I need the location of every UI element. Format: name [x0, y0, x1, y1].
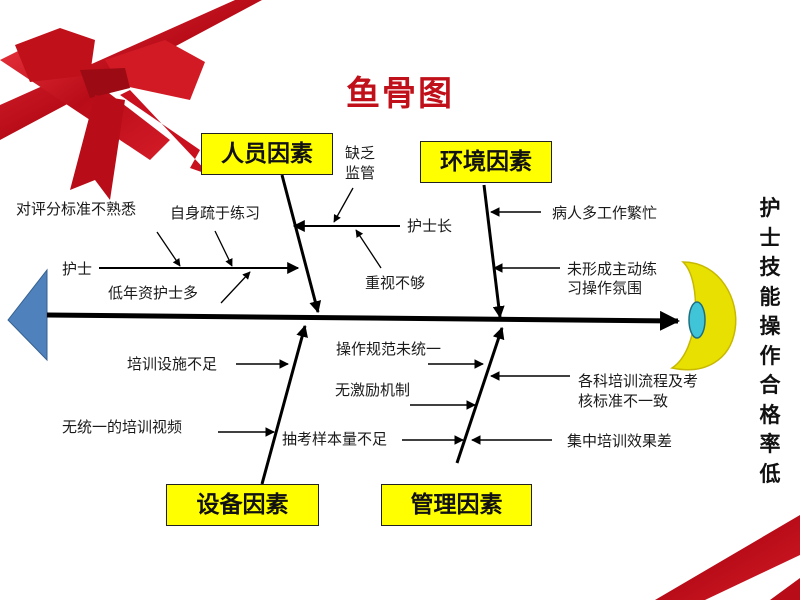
ribbon-decoration-top-left — [0, 0, 262, 200]
arrow-self-practice — [214, 230, 233, 267]
cause-head-nurse: 护士长 — [407, 217, 453, 235]
cause-atmosphere-line2: 习操作氛围 — [567, 279, 643, 297]
effect-char: 格 — [759, 401, 781, 427]
category-equipment-box: 设备因素 — [166, 484, 319, 526]
cause-nurse: 护士 — [62, 260, 93, 278]
page-title: 鱼骨图 — [346, 74, 454, 114]
cause-sample: 抽考样本量不足 — [282, 430, 388, 448]
cause-facilities: 培训设施不足 — [127, 355, 218, 373]
effect-char: 护 — [759, 195, 781, 220]
cause-process-line2: 核标准不一致 — [578, 392, 669, 410]
fish-tail — [7, 268, 48, 362]
fish-eye — [688, 301, 706, 339]
arrow-unfamiliar — [156, 231, 181, 267]
cause-centralized: 集中培训效果差 — [567, 432, 673, 450]
cause-lack-line2: 监管 — [345, 164, 376, 182]
spine-arrow — [46, 310, 680, 331]
effect-char: 作 — [759, 342, 781, 368]
cause-busy: 病人多工作繁忙 — [552, 204, 658, 222]
bone-equipment — [260, 324, 308, 485]
cause-neglect: 重视不够 — [365, 274, 426, 292]
cause-incentive: 无激励机制 — [335, 381, 411, 399]
effect-char: 合 — [759, 372, 781, 397]
effect-label: 护 士 技 能 操 作 合 格 率 低 — [754, 193, 786, 488]
bone-environment — [482, 184, 505, 319]
cause-unfamiliar: 对评分标准不熟悉 — [16, 200, 137, 218]
cause-atmosphere-line1: 未形成主动练 — [567, 260, 658, 278]
cause-junior: 低年资护士多 — [108, 284, 199, 302]
cause-self-practice: 自身疏于练习 — [170, 204, 261, 222]
cause-video: 无统一的培训视频 — [62, 418, 183, 436]
arrow-junior — [220, 271, 251, 304]
bone-management — [455, 326, 505, 464]
category-management-box: 管理因素 — [381, 484, 532, 526]
category-people-box: 人员因素 — [201, 133, 333, 175]
effect-char: 率 — [759, 431, 781, 456]
cause-process-line1: 各科培训流程及考 — [578, 372, 699, 390]
cause-lack-line1: 缺乏 — [345, 144, 376, 162]
arrow-neglect — [355, 229, 382, 269]
effect-char: 操 — [759, 313, 781, 338]
category-environment-box: 环境因素 — [420, 141, 552, 183]
effect-char: 技 — [759, 254, 781, 279]
cause-nonstandard: 操作规范未统一 — [336, 340, 442, 358]
effect-char: 低 — [759, 460, 781, 486]
arrow-lack-supervision — [333, 187, 354, 223]
effect-char: 士 — [759, 224, 781, 250]
effect-char: 能 — [759, 283, 781, 309]
ribbon-decoration-bottom-right — [655, 515, 800, 600]
bone-people — [280, 174, 322, 314]
